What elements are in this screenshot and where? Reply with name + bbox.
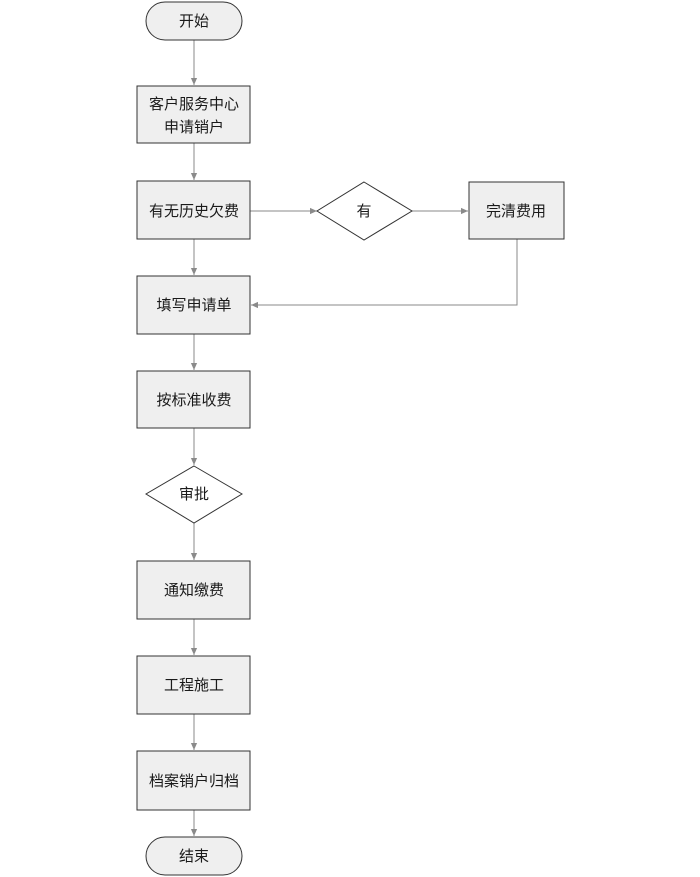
end-label: 结束: [179, 847, 209, 865]
fill-form-node: 填写申请单: [136, 275, 251, 335]
end-node: 结束: [145, 836, 243, 876]
construction-label: 工程施工: [164, 676, 224, 694]
notify-payment-label: 通知缴费: [164, 581, 224, 599]
fill-form-label: 填写申请单: [156, 296, 231, 314]
apply-node: 客户服务中心 申请销户: [136, 85, 251, 144]
settle-fees-node: 完清费用: [468, 181, 565, 240]
apply-label-line2: 申请销户: [164, 118, 224, 136]
connectors: [190, 40, 518, 836]
charge-fee-node: 按标准收费: [136, 370, 251, 429]
approve-label: 审批: [179, 485, 209, 503]
archive-label: 档案销户归档: [149, 772, 239, 790]
construction-node: 工程施工: [136, 655, 251, 715]
start-node: 开始: [145, 1, 243, 41]
notify-payment-node: 通知缴费: [136, 560, 251, 620]
settle-fees-label: 完清费用: [486, 202, 546, 220]
edge-settle-fill: [251, 239, 518, 309]
approve-decision: 审批: [145, 465, 243, 524]
arrears-check-label: 有无历史欠费: [149, 202, 239, 220]
start-label: 开始: [179, 12, 209, 30]
apply-label-line1: 客户服务中心: [149, 95, 239, 113]
arrears-check-node: 有无历史欠费: [136, 180, 251, 240]
charge-fee-label: 按标准收费: [156, 391, 231, 409]
has-arrears-decision: 有: [316, 181, 413, 241]
archive-node: 档案销户归档: [136, 750, 251, 811]
has-arrears-label: 有: [356, 202, 371, 220]
